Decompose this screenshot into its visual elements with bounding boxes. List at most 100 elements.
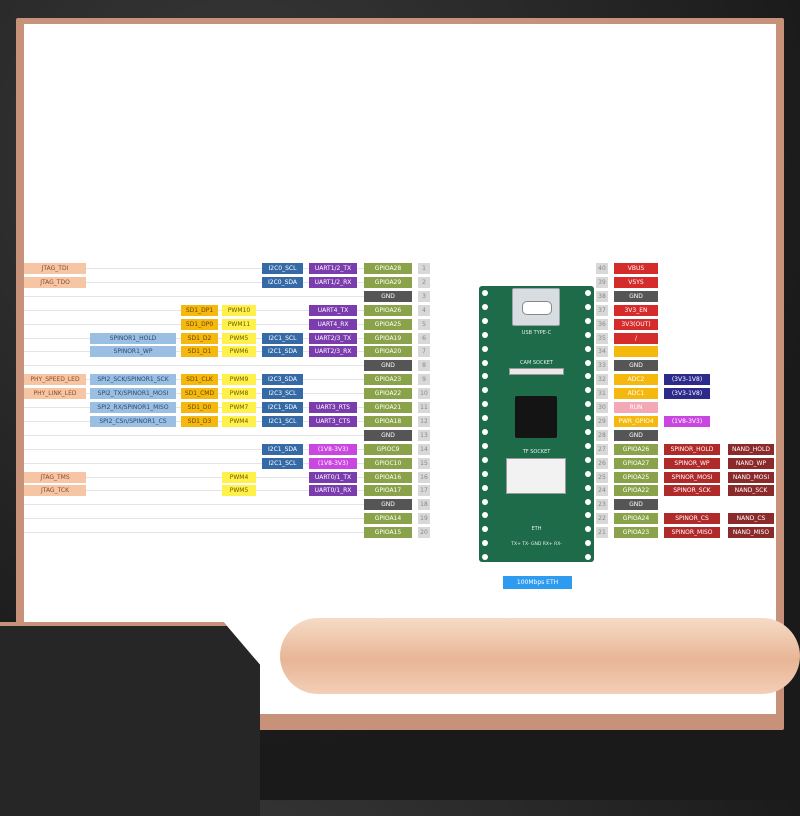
- uart-label: UART4_TX: [309, 304, 357, 316]
- header-hole: [585, 442, 591, 449]
- pwm-label: PWM5: [222, 332, 256, 344]
- header-hole: [482, 429, 488, 435]
- pin-number: 19: [418, 513, 430, 525]
- sd-label: SD1_DP0: [181, 318, 218, 330]
- spinor-label: SPINOR_WP: [664, 457, 720, 469]
- usb-connector: [512, 288, 560, 326]
- header-hole: [585, 429, 591, 435]
- header-hole: [482, 345, 488, 352]
- pin-number: 27: [596, 443, 608, 455]
- pin-number: 9: [418, 374, 430, 386]
- uart-label: UART0/1_TX: [309, 471, 357, 483]
- pin-number: 2: [418, 276, 430, 288]
- pin-number: 35: [596, 332, 608, 344]
- gpio-label: GPIOA22: [614, 485, 658, 497]
- gnd-label: GND: [614, 429, 658, 441]
- header-hole: [482, 442, 488, 449]
- uart-label: UART0/1_RX: [309, 485, 357, 497]
- pin-number: 12: [418, 415, 430, 427]
- gpio-label: GPIOA18: [364, 415, 412, 427]
- gpio-label: GPIOA26: [614, 443, 658, 455]
- pin-number: 36: [596, 318, 608, 330]
- i2c-label: I2C0_SDA: [262, 276, 303, 288]
- tf-label: TF SOCKET: [522, 449, 551, 455]
- header-hole: [585, 345, 591, 352]
- header-hole: [482, 456, 488, 463]
- header-hole: [585, 401, 591, 408]
- gnd-label: GND: [614, 499, 658, 511]
- connector-line: [24, 295, 364, 297]
- spi-label: SPI2_CSn/SPINOR1_CS: [90, 415, 176, 427]
- pin-number: 30: [596, 402, 608, 413]
- spi-label: SPI2_RX/SPINOR1_MISO: [90, 402, 176, 413]
- header-hole: [482, 512, 488, 519]
- gnd-label: GND: [614, 290, 658, 302]
- gnd-label: GND: [364, 360, 412, 372]
- run-label: RUN: [614, 402, 658, 413]
- header-hole: [585, 470, 591, 477]
- pin-number: 10: [418, 388, 430, 400]
- header-hole: [585, 484, 591, 491]
- connector-line: [24, 434, 364, 436]
- pwm-label: PWM11: [222, 318, 256, 330]
- pin-number: 24: [596, 485, 608, 497]
- pin-number: 14: [418, 443, 430, 455]
- gpio-label: GPIOA28: [364, 263, 412, 274]
- gpio-label: GPIOA25: [614, 471, 658, 483]
- tf-socket: [506, 458, 566, 494]
- cam-socket: [509, 368, 564, 375]
- pin-number: 1: [418, 263, 430, 274]
- spinor-label: SPINOR_MOSI: [664, 471, 720, 483]
- uart-label: UART1/2_TX: [309, 263, 357, 274]
- phy-label: PHY_LINK_LED: [24, 388, 86, 400]
- jtag-label: JTAG_TDI: [24, 263, 86, 274]
- pin-number: 8: [418, 360, 430, 372]
- adc-label: ADC2: [614, 374, 658, 386]
- header-hole: [585, 317, 591, 324]
- gpio-label: GPIOA25: [364, 318, 412, 330]
- connector-line: [24, 268, 364, 269]
- header-hole: [585, 415, 591, 422]
- power-label: VBUS: [614, 263, 658, 274]
- jtag-label: JTAG_TCK: [24, 485, 86, 497]
- pin-number: 34: [596, 346, 608, 358]
- spinor-label: SPINOR_HOLD: [664, 443, 720, 455]
- sd-label: SD1_CMD: [181, 388, 218, 400]
- sd-label: SD1_DP1: [181, 304, 218, 316]
- i2c-label: I2C1_SDA: [262, 402, 303, 413]
- uart-label: UART2/3_TX: [309, 332, 357, 344]
- voltage-range-label: (1V8-3V3): [309, 443, 357, 455]
- header-hole: [482, 359, 488, 366]
- uart-label: UART3_CTS: [309, 415, 357, 427]
- pin-number: 22: [596, 513, 608, 525]
- spi-label: SPINOR1_WP: [90, 346, 176, 358]
- pin-number: 32: [596, 374, 608, 386]
- pin-number: 15: [418, 457, 430, 469]
- pin-number: 40: [596, 263, 608, 274]
- gpio-label: GPIOC10: [364, 457, 412, 469]
- gpio-label: GPIOA22: [364, 388, 412, 400]
- spinor-label: SPINOR_CS: [664, 513, 720, 525]
- header-hole: [482, 540, 488, 547]
- pwm-label: PWM5: [222, 485, 256, 497]
- sd-label: SD1_D0: [181, 402, 218, 413]
- pin-number: 25: [596, 471, 608, 483]
- i2c-label: I2C1_SCL: [262, 332, 303, 344]
- nand-label: NAND_WP: [728, 457, 774, 469]
- pin-number: 13: [418, 429, 430, 441]
- pin-number: 28: [596, 429, 608, 441]
- usb-label: USB TYPE-C: [521, 330, 552, 336]
- pin-number: 29: [596, 415, 608, 427]
- pin-number: 5: [418, 318, 430, 330]
- i2c-label: I2C3_SCL: [262, 388, 303, 400]
- voltage-range-label: (1V8-3V3): [309, 457, 357, 469]
- connector-line: [24, 504, 364, 506]
- header-hole: [482, 498, 488, 505]
- power-label: 3V3_EN: [614, 304, 658, 316]
- pin-number: 23: [596, 499, 608, 511]
- connector-line: [24, 462, 364, 464]
- eth-badge: 100Mbps ETH: [503, 576, 572, 589]
- connector-line: [24, 476, 364, 478]
- header-hole: [585, 512, 591, 519]
- pin-number: 17: [418, 485, 430, 497]
